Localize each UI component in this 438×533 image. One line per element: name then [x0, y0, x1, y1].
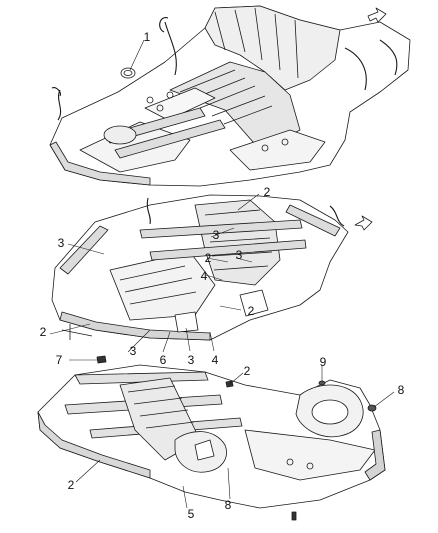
callout-4: 4: [211, 353, 219, 367]
callout-2: 2: [263, 185, 271, 199]
callout-1: 1: [143, 30, 151, 44]
callout-2: 2: [204, 251, 212, 265]
callout-3: 3: [57, 236, 65, 250]
callout-3: 3: [129, 344, 137, 358]
callout-2: 2: [243, 364, 251, 378]
callout-2: 2: [39, 325, 47, 339]
callout-5: 5: [187, 507, 195, 521]
callout-2: 2: [67, 478, 75, 492]
top-floor-pan-view: [49, 5, 411, 187]
leader-lines: [49, 39, 395, 509]
callout-7: 7: [55, 353, 63, 367]
callout-2: 2: [247, 304, 255, 318]
callout-8: 8: [224, 498, 232, 512]
callout-4: 4: [200, 269, 208, 283]
bottom-floor-view: [37, 355, 386, 521]
callout-3: 3: [212, 228, 220, 242]
callout-3: 3: [187, 353, 195, 367]
middle-floor-view: [51, 194, 373, 341]
callout-9: 9: [319, 355, 327, 369]
callout-3: 3: [235, 248, 243, 262]
callout-6: 6: [159, 353, 167, 367]
callout-8: 8: [397, 383, 405, 397]
